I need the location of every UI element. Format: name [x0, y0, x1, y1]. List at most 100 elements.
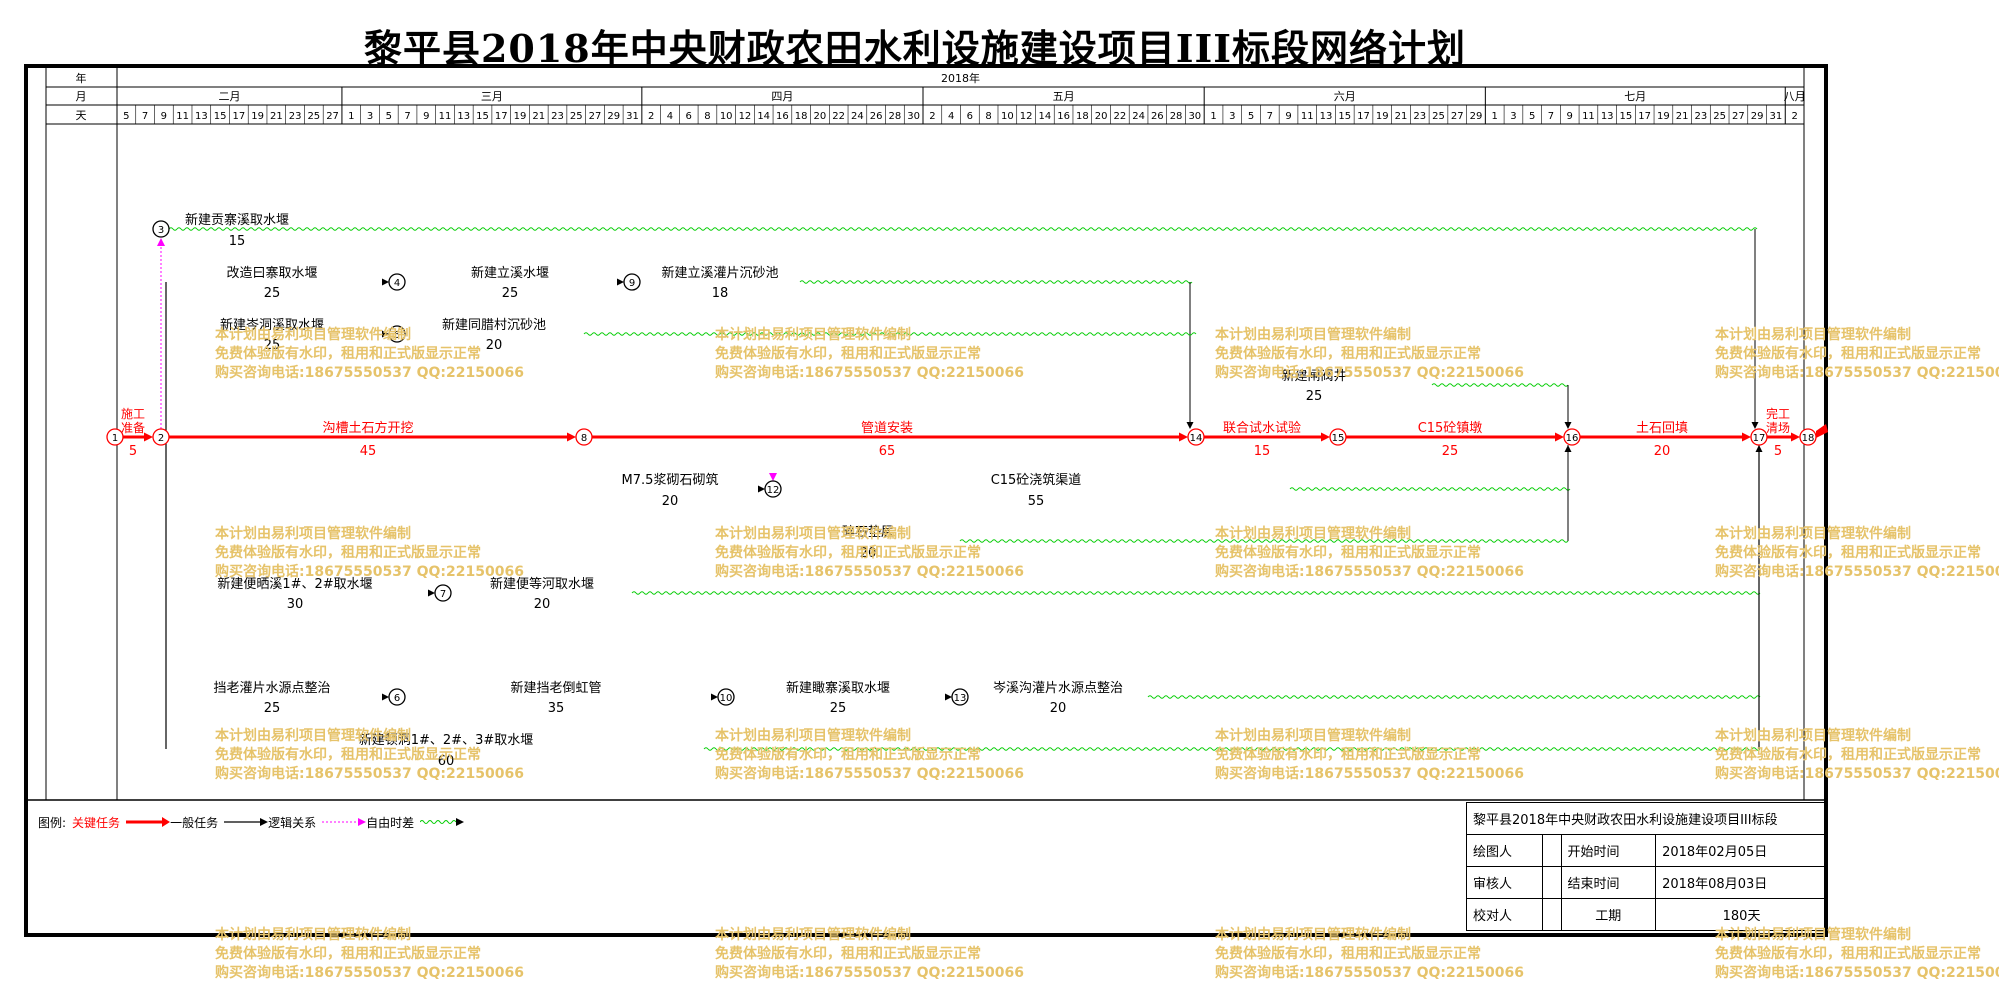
- day-label: 21: [532, 111, 545, 122]
- task-name: 新建贡寨溪取水堰: [185, 212, 289, 228]
- day-label: 11: [176, 111, 189, 122]
- info-start-label: 开始时间: [1560, 834, 1657, 867]
- task-name: 准备: [121, 421, 145, 435]
- day-label: 22: [1113, 111, 1126, 122]
- node-circle: [764, 480, 782, 498]
- task-name: 改造曰寨取水堰: [226, 265, 317, 281]
- day-label: 3: [367, 111, 373, 122]
- day-label: 18: [795, 111, 808, 122]
- day-label: 12: [1020, 111, 1033, 122]
- day-label: 31: [1770, 111, 1783, 122]
- arrow-head: [1755, 445, 1763, 452]
- arrow-head: [1555, 432, 1564, 442]
- task-duration: 25: [264, 701, 281, 716]
- day-label: 22: [832, 111, 845, 122]
- day-label: 26: [1151, 111, 1164, 122]
- task-duration: 20: [534, 597, 551, 612]
- day-label: 7: [1548, 111, 1554, 122]
- node-circle: [623, 273, 641, 291]
- day-label: 8: [985, 111, 991, 122]
- node-circle: [1750, 428, 1768, 446]
- month-label: 六月: [1334, 90, 1356, 103]
- task-name: 新建瞰寨溪取水堰: [786, 680, 890, 696]
- day-label: 21: [270, 111, 283, 122]
- day-label: 18: [1076, 111, 1089, 122]
- node-label: 3: [158, 225, 164, 236]
- task-duration: 25: [830, 701, 847, 716]
- node-label: 12: [767, 485, 780, 496]
- task-duration: 25: [502, 286, 519, 301]
- day-label: 1: [348, 111, 354, 122]
- task-name: 新建挡老倒虹管: [510, 680, 601, 696]
- task-name: 施工: [121, 407, 145, 421]
- day-label: 19: [1657, 111, 1670, 122]
- free-float-line: [1289, 487, 1571, 491]
- task-duration: 20: [1654, 444, 1671, 459]
- day-label: 11: [1301, 111, 1314, 122]
- day-label: 13: [1601, 111, 1614, 122]
- arrow-head: [567, 432, 576, 442]
- task-duration: 20: [662, 494, 679, 509]
- node-label: 2: [158, 433, 164, 444]
- free-float-line: [168, 227, 1758, 231]
- arrow-head: [382, 693, 389, 701]
- day-label: 27: [326, 111, 339, 122]
- info-end-label: 结束时间: [1560, 866, 1657, 899]
- node-circle: [388, 688, 406, 706]
- day-label: 8: [704, 111, 710, 122]
- node-circle: [152, 428, 170, 446]
- arrow-head: [144, 432, 153, 442]
- task-duration: 20: [860, 546, 877, 561]
- info-checker-label: 校对人: [1466, 898, 1543, 931]
- node-label: 1: [112, 433, 118, 444]
- month-label: 二月: [218, 90, 240, 103]
- month-label: 五月: [1053, 90, 1075, 103]
- day-label: 15: [1338, 111, 1351, 122]
- node-label: 10: [720, 693, 733, 704]
- day-label: 19: [251, 111, 264, 122]
- free-float-line: [959, 539, 1569, 543]
- task-name: 新建立溪水堰: [471, 265, 549, 281]
- arrow-head: [382, 278, 389, 286]
- day-label: 31: [626, 111, 639, 122]
- task-name: 碎石垫层: [842, 524, 894, 540]
- day-label: 21: [1676, 111, 1689, 122]
- node-label: 7: [440, 589, 446, 600]
- day-label: 26: [870, 111, 883, 122]
- task-name: 清场: [1766, 421, 1790, 435]
- day-label: 11: [439, 111, 452, 122]
- task-duration: 55: [1028, 494, 1045, 509]
- task-name: M7.5浆砌石砌筑: [622, 472, 719, 488]
- arrow-head: [1742, 432, 1751, 442]
- task-duration: 60: [438, 754, 455, 769]
- day-label: 23: [551, 111, 564, 122]
- day-label: 17: [1357, 111, 1370, 122]
- legend-logic-arrow-icon: [322, 818, 367, 826]
- task-duration: 20: [486, 338, 503, 353]
- day-label: 5: [386, 111, 392, 122]
- node-circle: [152, 220, 170, 238]
- task-duration: 20: [1050, 701, 1067, 716]
- day-label: 30: [907, 111, 920, 122]
- node-label: 6: [394, 693, 400, 704]
- node-circle: [951, 688, 969, 706]
- day-label: 29: [1751, 111, 1764, 122]
- task-name: 新建岑洞溪取水堰: [220, 317, 324, 333]
- legend-critical-arrow-icon: [126, 817, 171, 827]
- day-label: 19: [514, 111, 527, 122]
- task-name: 完工: [1766, 406, 1790, 421]
- task-duration: 25: [264, 338, 281, 353]
- task-name: 新建便晒溪1#、2#取水堰: [217, 576, 372, 592]
- task-duration: 45: [360, 444, 377, 459]
- node-label: 4: [394, 278, 400, 289]
- info-duration-value: 180天: [1655, 898, 1828, 931]
- day-label: 13: [457, 111, 470, 122]
- day-label: 5: [123, 111, 129, 122]
- row-year-label: 年: [76, 71, 87, 85]
- legend-normal-label: 一般任务: [170, 815, 219, 830]
- node-circle: [388, 325, 406, 343]
- legend-float-arrow-icon: [420, 818, 465, 826]
- info-duration-label: 工期: [1560, 898, 1657, 931]
- day-label: 16: [1057, 111, 1070, 122]
